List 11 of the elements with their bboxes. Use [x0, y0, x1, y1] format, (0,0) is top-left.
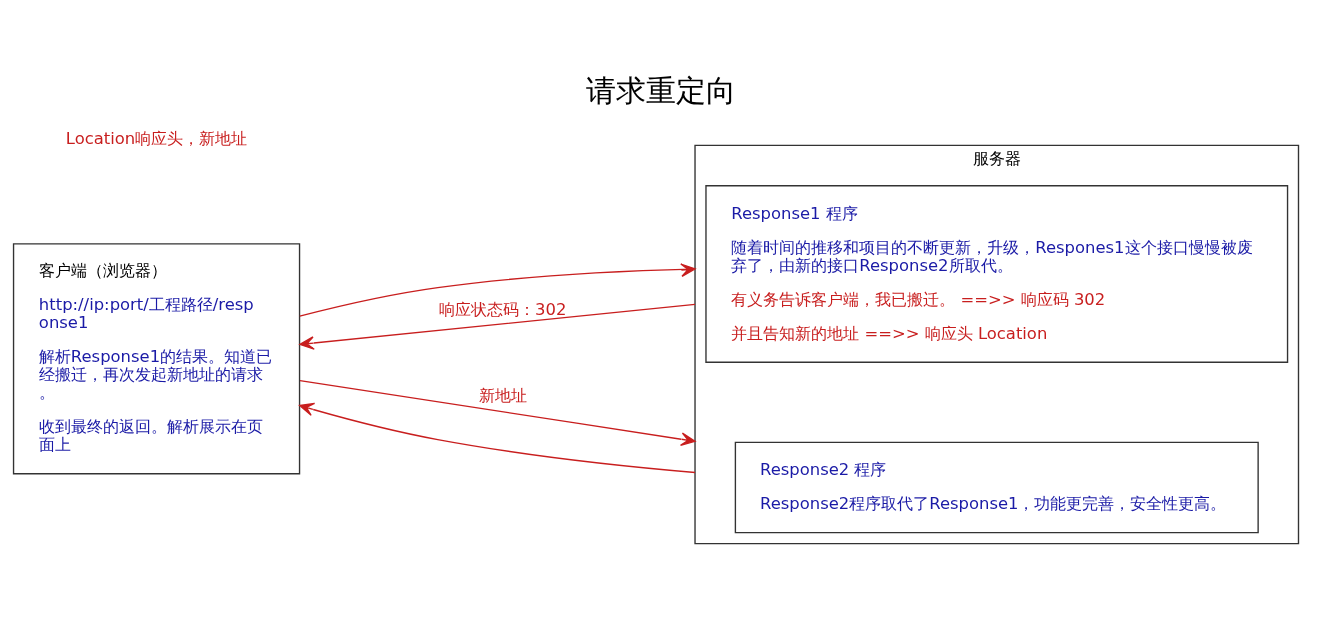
arrow [299, 303, 696, 350]
arrow [299, 262, 696, 317]
node-box: Response2 程序 Response2程序取代了Response1，功能更完善，安全性更高。 [734, 441, 1259, 533]
label: Location响应头，新地址 [65, 128, 248, 148]
edge-label: 响应状态码：302 [439, 299, 567, 319]
arrow [299, 402, 696, 473]
diagram-title: 请求重定向 [586, 72, 737, 108]
node-box: Response1 程序 随着时间的推移和项目的不断更新，升级，Respones1这个接口慢慢被废弃了，由新的接口Response2所取代。 有义务告诉客户端，我已搬迁。 ==>> 响应码 302 并且告知新的地址 ==>> 响应头 Location [705, 184, 1289, 363]
arrow [299, 379, 696, 446]
edge-label: 新地址 [478, 385, 527, 405]
node-box: 客户端（浏览器） http://ip:port/工程路径/response1 解析Response1的结果。知道已经搬迁，再次发起新地址的请求。 收到最终的返回。解析展示在页面上 [12, 242, 301, 474]
